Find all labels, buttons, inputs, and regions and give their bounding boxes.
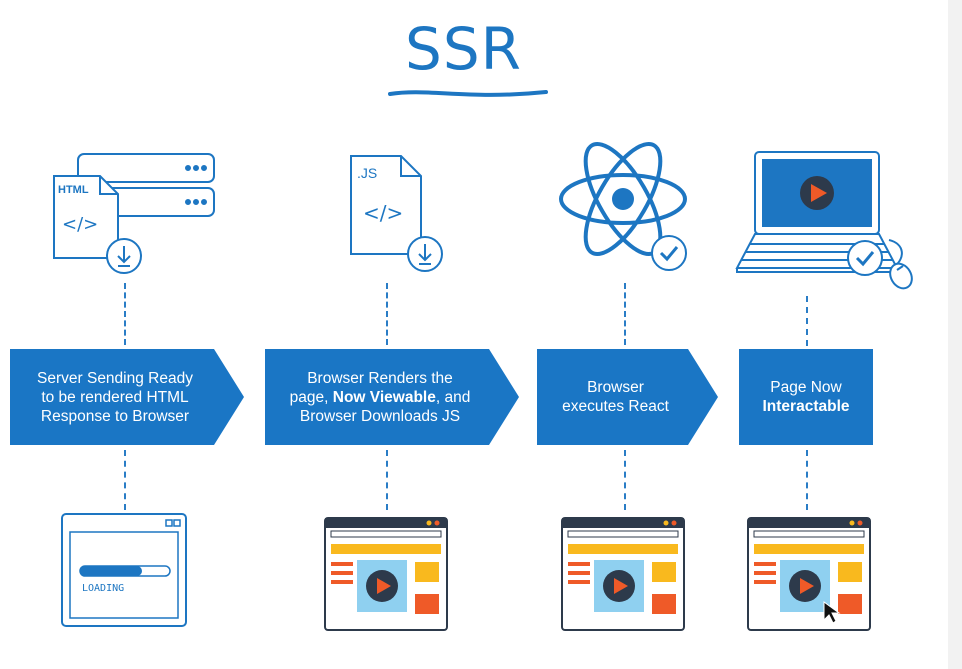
step-3-line-2: executes React bbox=[562, 398, 669, 415]
connector-bottom-4 bbox=[806, 450, 808, 510]
mouse-cursor-icon bbox=[823, 601, 841, 624]
viewable-browser-window bbox=[324, 517, 448, 631]
step-2-line-1: Browser Renders the bbox=[307, 369, 453, 387]
step-1-line-3: Response to Browser bbox=[40, 407, 190, 425]
step-1-line-1: Server Sending Ready bbox=[37, 369, 193, 387]
step-4-line-1: Page Now bbox=[770, 379, 842, 396]
connector-top-4 bbox=[806, 296, 808, 346]
step-2-line-2: page, Now Viewable, and bbox=[289, 388, 471, 406]
js-code-label: </> bbox=[363, 201, 403, 225]
connector-top-2 bbox=[386, 283, 388, 345]
laptop-icon bbox=[735, 151, 913, 290]
loading-label: LOADING bbox=[82, 583, 124, 594]
diagram-title: SSR bbox=[405, 15, 522, 83]
connector-top-3 bbox=[624, 283, 626, 345]
js-file-icon: .JS </> bbox=[350, 155, 443, 272]
loading-progress-fill bbox=[80, 566, 142, 576]
title-underline bbox=[388, 90, 548, 97]
connector-bottom-3 bbox=[624, 450, 626, 510]
right-edge-strip bbox=[948, 0, 962, 669]
react-atom-icon bbox=[559, 141, 687, 271]
now-viewable-text: Now Viewable bbox=[332, 388, 436, 406]
step-3-line-1: Browser bbox=[587, 379, 644, 396]
html-code-label: </> bbox=[62, 214, 98, 235]
connector-bottom-2 bbox=[386, 450, 388, 510]
loading-browser-window: LOADING bbox=[61, 513, 187, 627]
interactable-browser-window bbox=[747, 517, 871, 631]
connector-top-1 bbox=[124, 283, 126, 345]
step-3-banner: Browser executes React bbox=[537, 349, 718, 445]
connector-bottom-1 bbox=[124, 450, 126, 510]
html-file-label: HTML bbox=[58, 184, 89, 196]
html-server-icon: HTML </> bbox=[53, 153, 215, 274]
step-1-line-2: to be rendered HTML bbox=[41, 388, 189, 406]
step-2-line-3: Browser Downloads JS bbox=[299, 407, 461, 425]
js-file-label: .JS bbox=[357, 165, 377, 181]
step-4-banner: Page Now Interactable bbox=[739, 349, 873, 445]
step-4-line-2: Interactable bbox=[762, 398, 850, 415]
step-2-banner: Browser Renders the page, Now Viewable, … bbox=[265, 349, 519, 445]
step-1-banner: Server Sending Ready to be rendered HTML… bbox=[10, 349, 244, 445]
react-browser-window bbox=[561, 517, 685, 631]
